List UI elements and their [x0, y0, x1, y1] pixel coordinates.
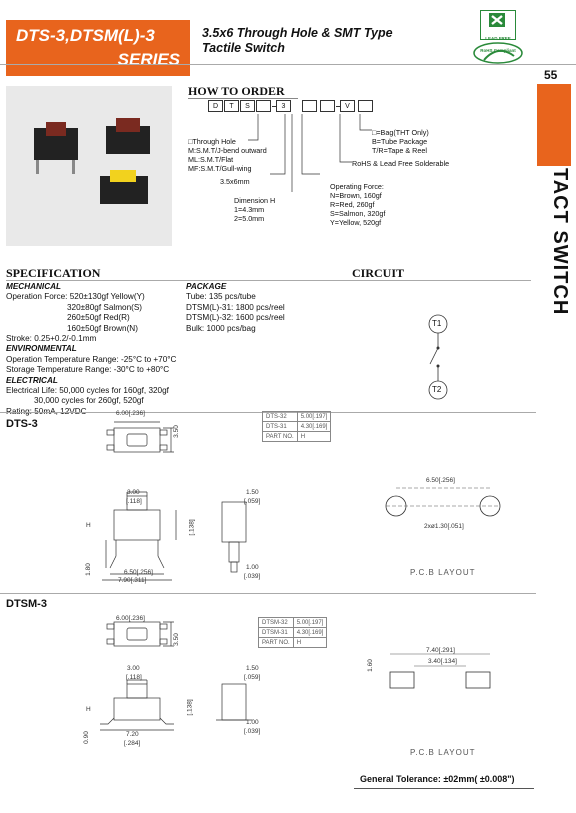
circuit-t2: T2	[432, 385, 442, 394]
order-code-dash	[336, 106, 340, 107]
dts3-dim-600: 6.00[.236]	[116, 410, 145, 417]
environmental-title: ENVIRONMENTAL	[6, 344, 77, 354]
dtsm3-label: DTSM-3	[6, 598, 47, 610]
order-code-box: T	[224, 100, 239, 112]
rohs-text: RoHS Compliant	[480, 48, 516, 53]
dts3-dim-350-side: [.138]	[188, 519, 196, 536]
specification-title: SPECIFICATION	[6, 266, 101, 280]
order-leader-lines	[248, 114, 372, 192]
order-code-dash	[272, 106, 276, 107]
dts3-side-drawing	[221, 501, 247, 573]
side-title: TACT SWITCH	[549, 168, 571, 316]
dtsm3-dim-350: 3.50	[172, 633, 180, 646]
dtsm3-dim-350-side: [.138]	[186, 699, 194, 716]
product-subtitle-1: 3.5x6 Through Hole & SMT Type	[202, 26, 393, 40]
dtsm3-dim-600: 6.00[.236]	[116, 615, 145, 622]
dtsm3-side-drawing	[216, 683, 252, 721]
dtsm3-dim-720b: [.284]	[124, 740, 141, 747]
spec-left-column: MECHANICAL Operation Force: 520±130gf Ye…	[6, 282, 177, 416]
dtsm3-pcb-340: 3.40[.134]	[428, 658, 457, 665]
dts3-pcb-label: P.C.B LAYOUT	[410, 568, 476, 577]
mechanical-title: MECHANICAL	[6, 282, 62, 291]
package-column: PACKAGE Tube: 135 pcs/tube DTSM(L)-31: 1…	[186, 282, 285, 333]
how-to-order-rule	[188, 98, 298, 99]
rohs-logo: RoHS Compliant	[470, 40, 526, 66]
dts3-drawing	[102, 421, 177, 581]
order-code-box: S	[240, 100, 255, 112]
dtsm3-pcb-740: 7.40[.291]	[426, 647, 455, 654]
lead-free-text: LEAD FREE	[485, 36, 511, 41]
dtsm3-dim-100: 1.00	[246, 719, 259, 726]
lead-free-icon	[489, 13, 505, 27]
dts3-dim-h: H	[86, 522, 91, 529]
order-code-box	[256, 100, 271, 112]
dts3-dim-650: 6.50[.256]	[124, 569, 153, 576]
series-title: DTS-3,DTSM(L)-3	[16, 26, 155, 45]
how-to-order-title: HOW TO ORDER	[188, 84, 285, 98]
order-size-note: 3.5x6mm	[220, 177, 250, 186]
dtsm3-dim-090: 0.90	[82, 731, 90, 744]
series-subtitle: SERIES	[117, 50, 180, 69]
dts3-pcb-layout	[385, 487, 501, 517]
dts3-dim-790: 7.90[.311]	[118, 577, 147, 584]
package-title: PACKAGE	[186, 282, 227, 291]
dts3-dim-150: 1.50	[246, 489, 259, 496]
dts3-label: DTS-3	[6, 418, 38, 430]
dtsm3-dim-100b: [.039]	[244, 728, 261, 735]
series-banner: DTS-3,DTSM(L)-3 SERIES	[6, 20, 190, 76]
rohs-leaf-icon	[473, 42, 523, 64]
order-code-box: V	[340, 100, 355, 112]
spec-rule	[6, 280, 531, 281]
dts3-dim-100: 1.00	[246, 564, 259, 571]
circuit-diagram	[428, 314, 448, 400]
dts3-dim-350: 3.50	[172, 425, 180, 438]
order-code-box	[358, 100, 373, 112]
dtsm3-pcb-layout	[389, 653, 491, 689]
page-number: 55	[544, 68, 558, 82]
dtsm3-dim-300b: [.118]	[126, 674, 142, 681]
dts3-dim-300: 3.00	[127, 489, 140, 496]
dts3-dim-150b: [.059]	[244, 498, 261, 505]
electrical-title: ELECTRICAL	[6, 375, 58, 385]
dts3-pcb-width: 6.50[.256]	[426, 477, 455, 484]
dtsm3-pcb-160: 1.60	[366, 659, 374, 672]
general-tolerance: General Tolerance: ±02mm( ±0.008")	[360, 774, 515, 784]
circuit-t1: T1	[432, 319, 442, 328]
order-code-box	[320, 100, 335, 112]
dtsm3-dim-150b: [.059]	[244, 674, 261, 681]
dtsm3-pcb-label: P.C.B LAYOUT	[410, 748, 476, 757]
order-code-box	[302, 100, 317, 112]
dts3-dim-100b: [.039]	[244, 573, 261, 580]
dtsm3-dim-h: H	[86, 706, 91, 713]
product-subtitle-2: Tactile Switch	[202, 41, 285, 55]
order-code-box: 3	[276, 100, 291, 112]
tolerance-rule	[354, 788, 534, 789]
order-code-box: D	[208, 100, 223, 112]
dts3-dim-300b: [.118]	[126, 498, 142, 505]
dts3-pcb-hole: 2xø1.30[.051]	[424, 523, 464, 530]
circuit-title: CIRCUIT	[352, 266, 405, 280]
dtsm3-drawing	[100, 621, 174, 731]
order-rohs-note: RoHS & Lead Free Solderable	[352, 159, 450, 168]
dtsm3-dim-150: 1.50	[246, 665, 259, 672]
dtsm3-dim-720: 7.20	[126, 731, 139, 738]
dtsm3-dim-300: 3.00	[127, 665, 140, 672]
product-photo	[6, 86, 172, 246]
switch-photo-illustration	[34, 118, 150, 204]
lead-free-logo: LEAD FREE	[480, 10, 516, 41]
side-accent-bar	[537, 84, 571, 166]
dtsm3-rule	[0, 593, 536, 594]
dts3-dim-180: 1.80	[84, 563, 92, 576]
header-divider	[0, 64, 576, 65]
